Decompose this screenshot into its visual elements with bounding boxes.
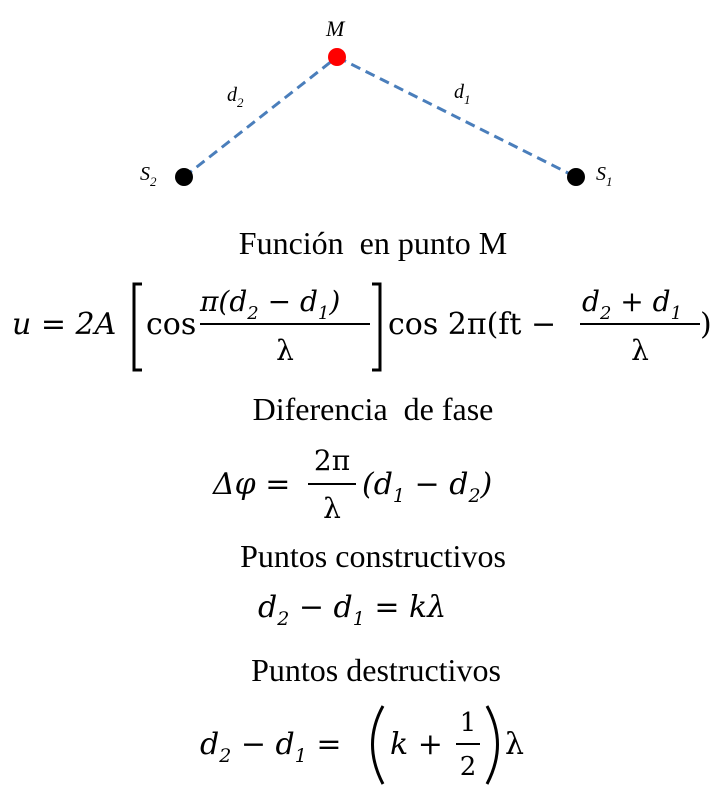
- constructive-heading: Puntos constructivos: [240, 538, 506, 574]
- label-d1: d1: [454, 81, 471, 107]
- point-m: [328, 48, 346, 66]
- wave-lhs: u = 2A: [12, 307, 116, 342]
- phase-lhs: Δφ =: [212, 467, 290, 502]
- wave-frac1-numerator: π(d2 − d1): [199, 285, 340, 324]
- label-s1: S1: [596, 163, 613, 189]
- destructive-lambda: λ: [505, 727, 524, 762]
- destructive-left-paren: [371, 705, 385, 785]
- wave-right-bracket: [372, 282, 382, 372]
- phase-formula: Δφ = 2π λ (d1 − d2): [212, 444, 492, 525]
- source-geometry: M S2 S1 d2 d1: [140, 16, 613, 189]
- wave-close-paren: ): [700, 307, 712, 342]
- wave-frac2-denominator: λ: [631, 334, 649, 367]
- path-d1-line: [336, 55, 577, 179]
- source-s1-point: [567, 168, 585, 186]
- label-m: M: [325, 16, 346, 41]
- constructive-formula: d2 − d1 = kλ: [258, 590, 446, 630]
- destructive-heading: Puntos destructivos: [251, 652, 501, 688]
- destructive-denominator: 2: [460, 752, 477, 782]
- wave-frac2-numerator: d2 + d1: [582, 285, 682, 324]
- wave-frac1-denominator: λ: [276, 334, 294, 367]
- wave-cos1: cos: [146, 307, 196, 342]
- destructive-formula: d2 − d1 = k + 1 2 λ: [200, 705, 524, 785]
- phase-denominator: λ: [323, 492, 341, 525]
- phase-rhs: (d1 − d2): [362, 467, 492, 507]
- destructive-right-paren: [485, 705, 499, 785]
- function-heading: Función en punto M: [239, 225, 507, 261]
- label-s2: S2: [140, 163, 157, 189]
- phase-numerator: 2π: [314, 444, 350, 477]
- path-d2-line: [183, 55, 338, 179]
- wave-cos2: cos 2π(ft −: [388, 307, 556, 342]
- label-d2: d2: [227, 84, 244, 110]
- wave-left-bracket: [132, 282, 142, 372]
- destructive-lhs: d2 − d1 =: [200, 727, 342, 767]
- wave-formula: u = 2A cos π(d2 − d1) λ cos 2π(ft − d2 +…: [12, 282, 712, 372]
- phase-heading: Diferencia de fase: [253, 391, 494, 427]
- source-s2-point: [175, 168, 193, 186]
- destructive-numerator: 1: [460, 708, 477, 738]
- destructive-k: k +: [390, 727, 443, 762]
